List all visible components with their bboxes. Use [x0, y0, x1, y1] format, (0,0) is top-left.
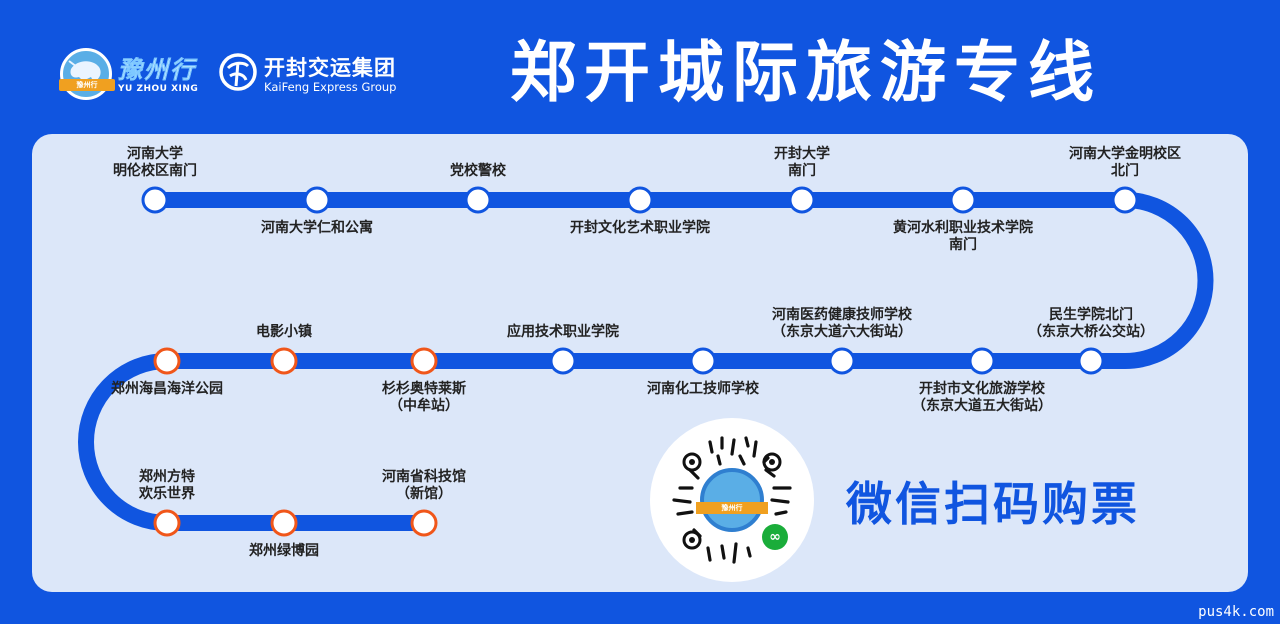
station-label: 民生学院北门（东京大桥公交站）: [1028, 307, 1154, 340]
logo-yuzhouxing-cn: 豫州行: [118, 56, 196, 85]
qr-badge-text: 豫州行: [696, 502, 768, 514]
station-label: 郑州绿博园: [249, 543, 319, 559]
qr-center-logo-icon: 豫州行: [696, 468, 768, 532]
wechat-mini-program-icon: ∞: [762, 524, 788, 550]
station-label: 河南医药健康技师学校（东京大道六大街站）: [772, 307, 912, 340]
logo-yuzhouxing-en: YU ZHOU XING: [118, 84, 199, 94]
route-map-panel: 河南大学明伦校区南门河南大学仁和公寓 党校警校开封文化艺术职业学院 开封大学南门黄河…: [32, 134, 1248, 592]
station-label: 应用技术职业学院: [507, 324, 619, 340]
logo-kaifeng-en: KaiFeng Express Group: [264, 80, 397, 94]
route-line: [78, 192, 1214, 531]
header: 豫州行 豫州行 YU ZHOU XING 开封交运集团 KaiFeng Expr…: [0, 0, 1280, 134]
station-marker[interactable]: [410, 347, 438, 375]
page-title: 郑开城际旅游专线: [510, 34, 1102, 111]
station-label: 河南大学金明校区北门: [1069, 146, 1181, 179]
elephant-badge-icon: 豫州行: [59, 48, 115, 100]
station-marker[interactable]: [828, 347, 856, 375]
station-label: 河南省科技馆（新馆）: [382, 469, 466, 502]
badge-ribbon-text: 豫州行: [59, 79, 115, 91]
station-marker[interactable]: [949, 186, 977, 214]
station-marker[interactable]: [788, 186, 816, 214]
station-marker[interactable]: [968, 347, 996, 375]
station-label: 郑州海昌海洋公园: [111, 381, 223, 397]
station-marker[interactable]: [270, 347, 298, 375]
watermark: pus4k.com: [1198, 604, 1274, 620]
station-marker[interactable]: [153, 509, 181, 537]
kaifeng-express-mark-icon: [219, 53, 257, 91]
station-label: 党校警校: [450, 163, 506, 179]
station-label: 电影小镇: [256, 324, 312, 340]
station-marker[interactable]: [1077, 347, 1105, 375]
station-label: 河南化工技师学校: [647, 381, 759, 397]
station-label: 河南大学仁和公寓: [261, 220, 373, 236]
station-marker[interactable]: [626, 186, 654, 214]
elephant-icon: [68, 60, 101, 81]
station-marker[interactable]: [141, 186, 169, 214]
wechat-qr-code[interactable]: 豫州行 ∞: [650, 418, 814, 582]
station-marker[interactable]: [270, 509, 298, 537]
station-label: 郑州方特欢乐世界: [139, 469, 195, 502]
logo-kaifeng-express: 开封交运集团 KaiFeng Express Group: [218, 50, 418, 98]
station-marker[interactable]: [303, 186, 331, 214]
station-label: 开封市文化旅游学校（东京大道五大街站）: [912, 381, 1052, 414]
station-marker[interactable]: [410, 509, 438, 537]
station-marker[interactable]: [153, 347, 181, 375]
station-label: 河南大学明伦校区南门: [113, 146, 197, 179]
logo-yuzhouxing: 豫州行 豫州行 YU ZHOU XING: [59, 48, 210, 100]
station-marker[interactable]: [689, 347, 717, 375]
station-label: 黄河水利职业技术学院南门: [893, 220, 1033, 253]
station-label: 开封文化艺术职业学院: [570, 220, 710, 236]
logo-kaifeng-cn: 开封交运集团: [264, 56, 396, 80]
station-label: 杉杉奥特莱斯（中牟站）: [382, 381, 466, 414]
station-marker[interactable]: [549, 347, 577, 375]
scan-to-buy-text: 微信扫码购票: [846, 477, 1140, 531]
qr-pattern: [672, 436, 792, 564]
station-label: 开封大学南门: [774, 146, 830, 179]
station-marker[interactable]: [1111, 186, 1139, 214]
station-marker[interactable]: [464, 186, 492, 214]
